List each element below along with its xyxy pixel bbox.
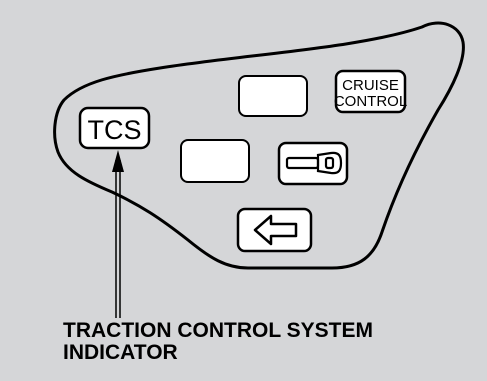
callout-caption-line1: TRACTION CONTROL SYSTEM: [63, 319, 373, 342]
left-arrow-icon: [253, 214, 298, 246]
blank-indicator-top: [238, 75, 308, 117]
tcs-indicator-label: TCS: [88, 115, 142, 145]
turn-signal-indicator: [236, 207, 313, 253]
cruise-control-label-line2: CONTROL: [334, 93, 407, 110]
callout-caption: TRACTION CONTROL SYSTEM INDICATOR: [63, 320, 373, 364]
tcs-indicator: [78, 106, 151, 150]
immobilizer-indicator: [277, 141, 349, 186]
key-icon: [285, 151, 343, 175]
callout-leader: [112, 150, 124, 318]
blank-indicator-middle: [180, 139, 250, 183]
callout-caption-line2: INDICATOR: [63, 341, 178, 364]
cruise-control-label-line1: CRUISE: [342, 77, 399, 94]
cruise-control-indicator: [334, 69, 407, 114]
